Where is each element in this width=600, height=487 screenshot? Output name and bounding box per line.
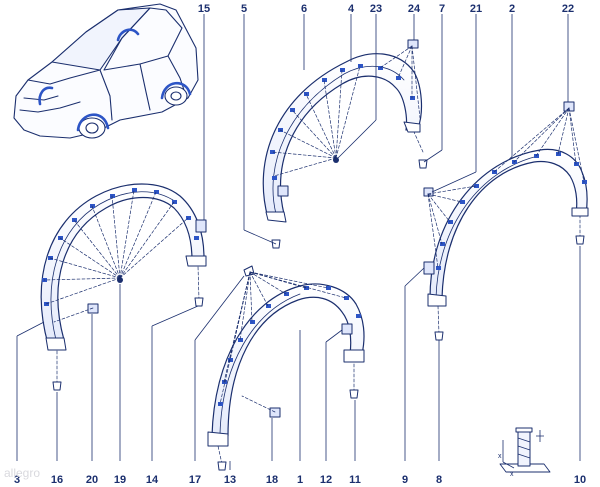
callout-12: 12 [319, 474, 333, 486]
callout-9: 9 [401, 474, 409, 486]
callout-23: 23 [369, 3, 383, 15]
wheel-arch-trim-front-left [207, 239, 365, 471]
callout-10: 10 [573, 474, 587, 486]
car-illustration [13, 3, 199, 139]
callout-6: 6 [300, 3, 308, 15]
wheel-arch-liner-left [40, 183, 207, 391]
wheel-arch-trim-rear-right [423, 101, 589, 341]
callout-13: 13 [223, 474, 237, 486]
callout-14: 14 [145, 474, 159, 486]
callout-3: 3 [13, 474, 21, 486]
callout-8: 8 [435, 474, 443, 486]
callout-18: 18 [265, 474, 279, 486]
callout-5: 5 [240, 3, 248, 15]
callout-21: 21 [469, 3, 483, 15]
callout-15: 15 [197, 3, 211, 15]
callout-22: 22 [561, 3, 575, 15]
callout-4: 4 [347, 3, 355, 15]
fastener-detail-inset: x x [498, 427, 551, 478]
callout-20: 20 [85, 474, 99, 486]
watermark: allegro [4, 466, 41, 480]
callout-11: 11 [349, 474, 361, 486]
svg-text:x: x [510, 471, 514, 478]
callout-17: 17 [188, 474, 202, 486]
callout-7: 7 [438, 3, 446, 15]
callout-16: 16 [50, 474, 64, 486]
callout-1: 1 [296, 474, 304, 486]
callout-19: 19 [113, 474, 127, 486]
wheel-arch-liner-upper [262, 39, 428, 223]
callout-2: 2 [508, 3, 516, 15]
svg-text:x: x [498, 453, 502, 460]
callout-leaders [16, 14, 581, 470]
callout-24: 24 [407, 3, 421, 15]
